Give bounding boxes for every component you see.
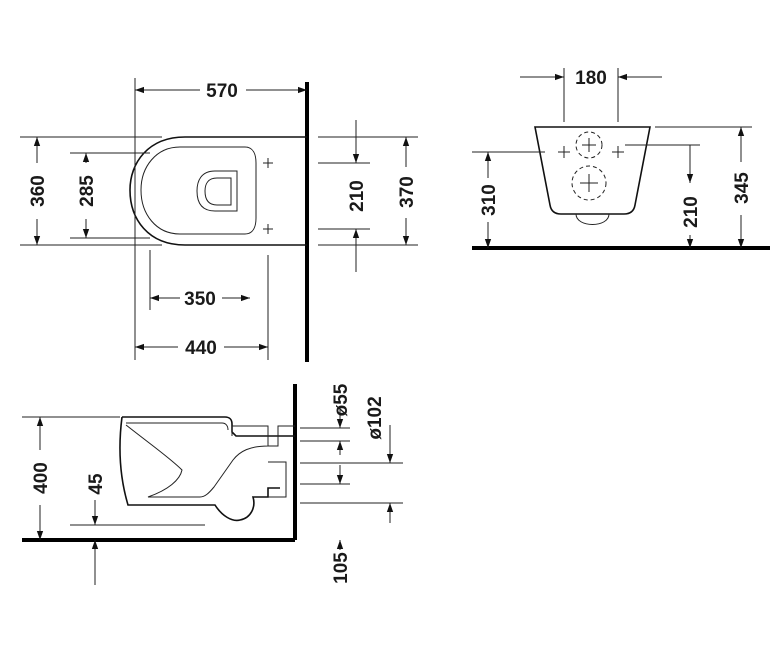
dim-wall-width: 370	[397, 176, 418, 208]
fixing-mark-lower	[263, 224, 273, 234]
dim-front-length: 440	[185, 338, 217, 359]
dim-overall-length: 570	[206, 81, 238, 102]
dim-total-height: 400	[31, 462, 52, 494]
dim-top-height: 345	[732, 172, 753, 204]
rear-outlet-circle	[571, 165, 607, 201]
side-view-outlet	[268, 461, 287, 498]
top-view-bowl-opening	[196, 170, 238, 212]
top-view-rim	[140, 146, 257, 235]
side-view: 400 45 ø55 ø102 105	[22, 383, 403, 585]
side-view-bowl	[119, 416, 280, 522]
dim-outlet-height: 105	[331, 552, 352, 584]
side-view-inlet	[231, 425, 295, 447]
dim-outlet-diameter: ø102	[365, 396, 386, 439]
dim-fix-to-front: 350	[184, 289, 216, 310]
rear-view-body	[534, 126, 651, 215]
top-view: 570 360 285 350 440 210 370	[20, 78, 418, 362]
dim-outlet-offset: 45	[86, 473, 107, 495]
top-view-bowl	[129, 136, 307, 246]
dim-bowl-width: 360	[28, 175, 49, 207]
dim-seat-width: 285	[77, 175, 98, 207]
dim-fixing-height: 210	[681, 196, 702, 228]
dim-inlet-diameter: ø55	[331, 383, 352, 416]
dim-bottom-height: 310	[479, 184, 500, 216]
rear-inlet-circle	[575, 131, 603, 159]
side-view-seat	[122, 416, 295, 437]
fixing-mark-upper	[263, 158, 273, 168]
rear-fixing-left	[558, 146, 570, 158]
rear-view: 180 310 210 345	[472, 68, 770, 250]
dim-fixing-span: 210	[347, 180, 368, 212]
dim-fixing-spacing: 180	[575, 68, 607, 89]
rear-fixing-right	[612, 146, 624, 158]
